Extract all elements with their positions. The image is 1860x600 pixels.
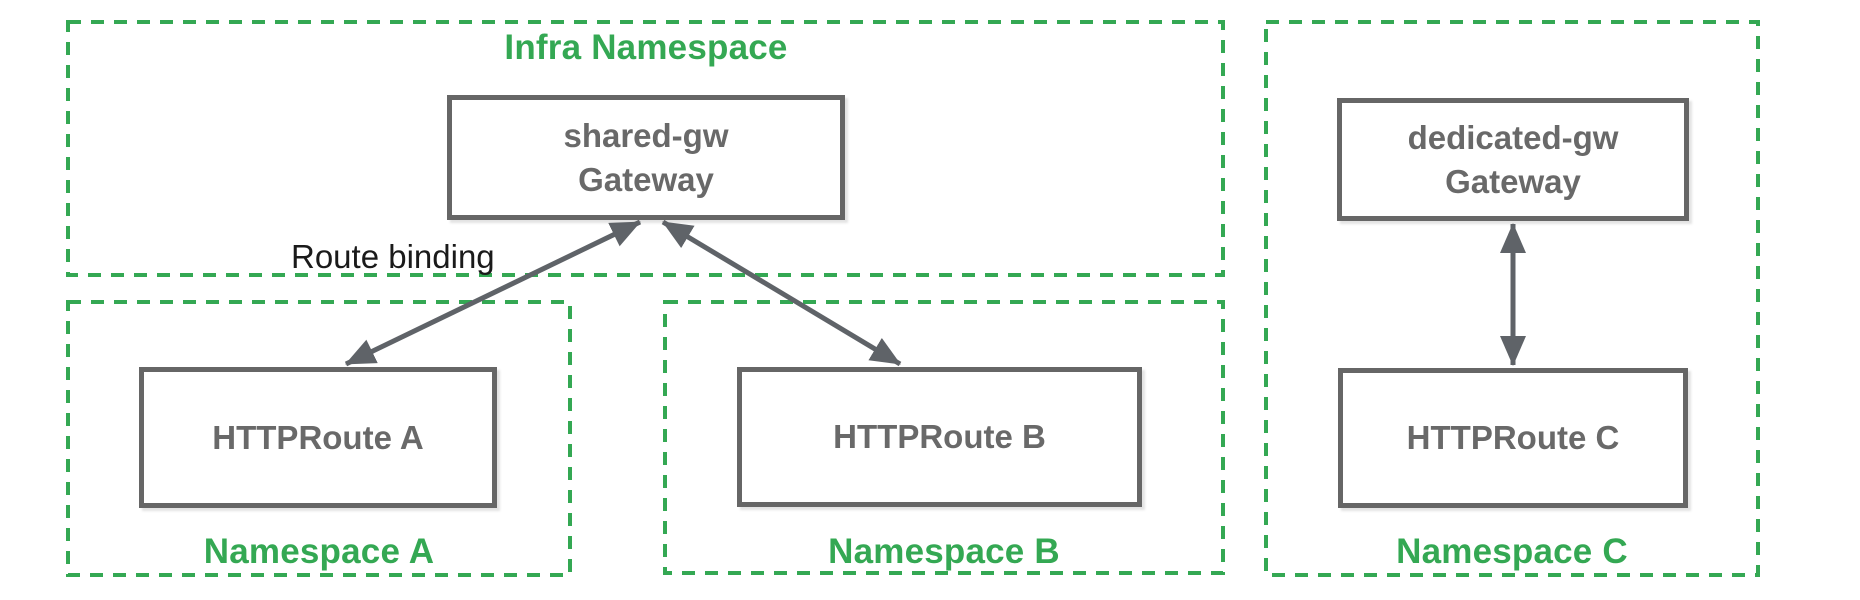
arrow-shared-gw-to-httproute-a [344,219,642,367]
arrow-shared-gw-to-httproute-b [661,219,902,367]
httproute-a-label: HTTPRoute A [212,418,424,456]
httproute-a-node: HTTPRoute A [139,367,497,508]
dedicated-gw-kind: Gateway [1445,162,1581,200]
namespace-c-label: Namespace C [1396,532,1628,571]
httproute-c-label: HTTPRoute C [1406,419,1620,456]
httproute-b-label: HTTPRoute B [833,418,1046,455]
route-binding-label: Route binding [291,238,495,275]
infra-namespace-label: Infra Namespace [504,28,788,67]
namespace-a-border [66,300,572,577]
namespace-b-label: Namespace B [828,532,1060,571]
infra-namespace-border [66,20,1225,277]
dedicated-gw-gateway-node: dedicated-gw Gateway [1337,98,1689,221]
shared-gw-gateway-node: shared-gw Gateway [447,95,845,220]
shared-gw-kind: Gateway [578,160,714,198]
httproute-b-node: HTTPRoute B [737,367,1142,507]
httproute-c-node: HTTPRoute C [1338,368,1688,508]
shared-gw-name: shared-gw [563,116,729,154]
namespace-b-border [663,300,1225,575]
dedicated-gw-name: dedicated-gw [1407,118,1619,156]
namespace-a-label: Namespace A [203,532,435,571]
namespace-c-border [1264,20,1760,577]
